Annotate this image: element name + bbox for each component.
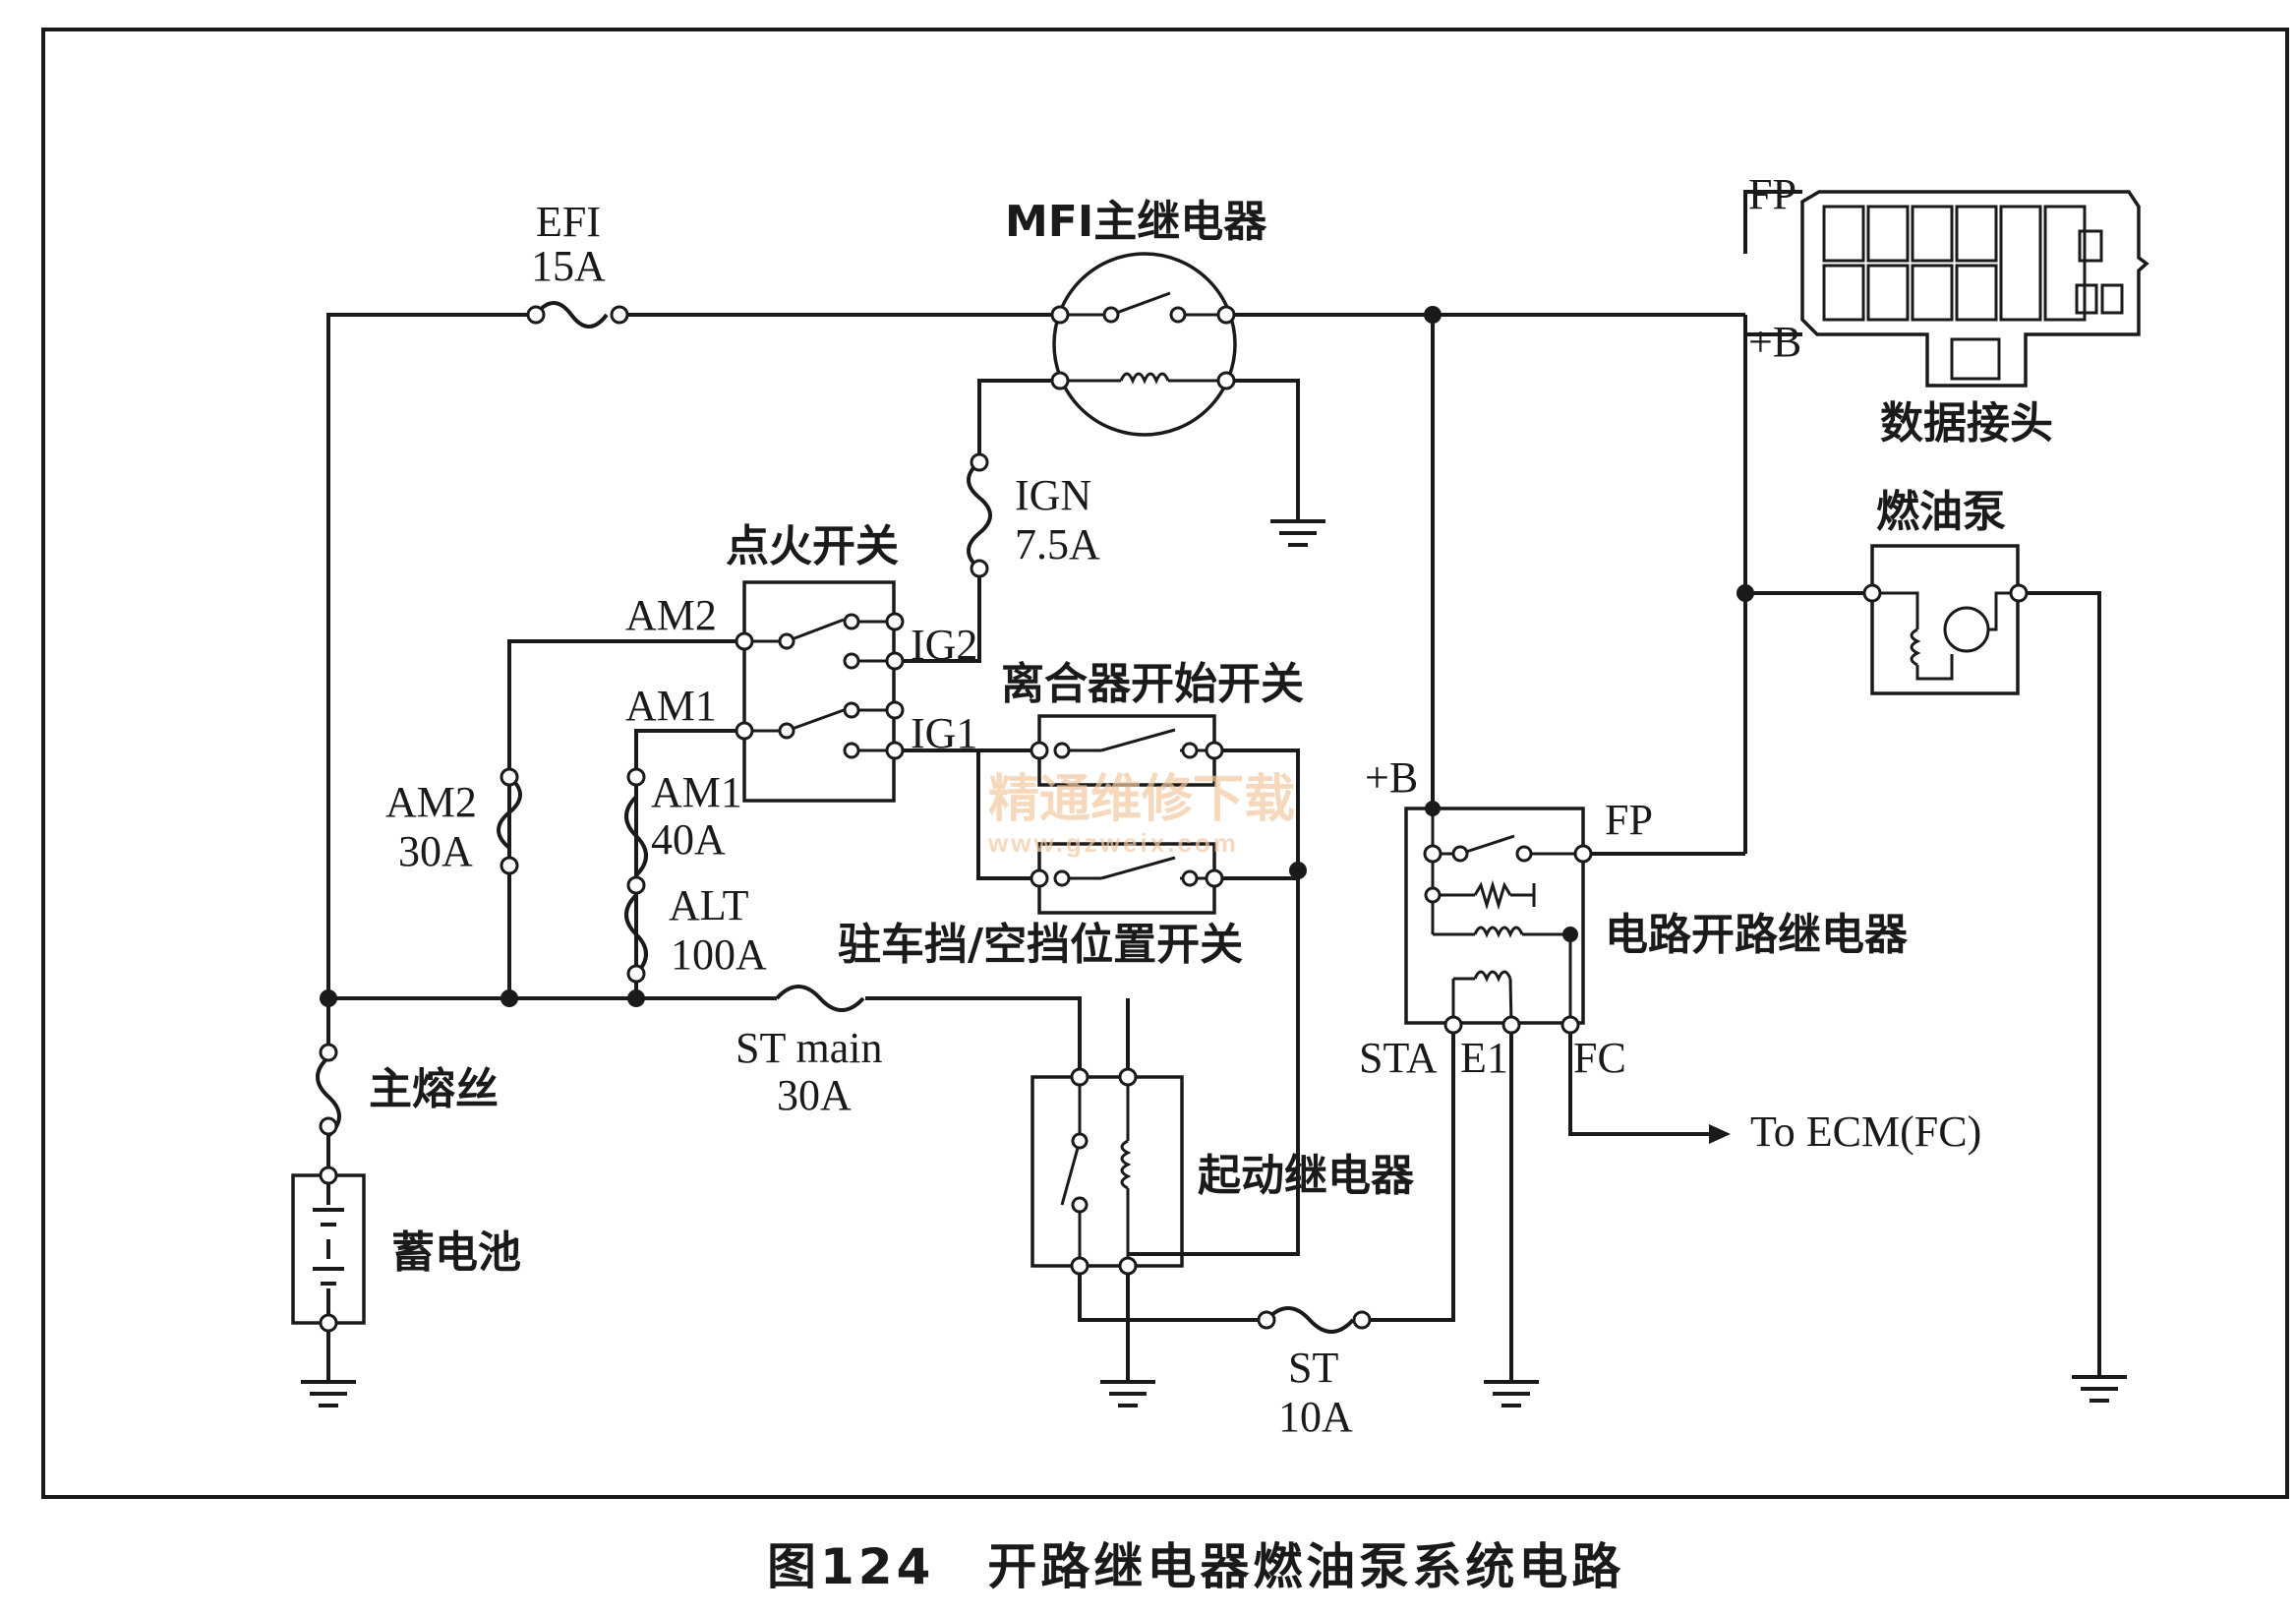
alt-fuse-label: ALT (669, 881, 749, 929)
battery-label: 蓄电池 (391, 1227, 521, 1278)
clutch-switch-label: 离合器开始开关 (1001, 659, 1304, 709)
st-main-fuse-label: ST main (736, 1024, 883, 1072)
efi-fuse-label: EFI (536, 198, 601, 246)
clutch-start-switch (1030, 714, 1224, 787)
ig2-terminal-label: IG2 (911, 621, 977, 669)
data-connector (1800, 190, 2149, 388)
dlc-fp-label: FP (1748, 170, 1796, 218)
starter-relay-label: 起动继电器 (1198, 1151, 1415, 1201)
am2-fuse-label: AM2 (385, 778, 477, 826)
cor-fp-label: FP (1605, 796, 1653, 844)
am2-terminal-label: AM2 (625, 591, 717, 639)
circuit-opening-relay (1404, 801, 1593, 1035)
junction-nodes (319, 305, 1754, 1330)
cor-fc-label: FC (1573, 1034, 1626, 1082)
fuel-pump-label: 燃油泵 (1876, 487, 2006, 537)
park-neutral-switch (1030, 842, 1224, 915)
circuit-opening-relay-label: 电路开路继电器 (1605, 910, 1909, 960)
fuel-pump (1862, 544, 2029, 695)
arrow-to-ecm (1709, 1124, 1731, 1144)
wiring (316, 190, 2101, 1382)
efi-fuse-rating: 15A (531, 242, 606, 290)
am1-fuse-label: AM1 (651, 768, 742, 816)
mfi-main-relay (1050, 252, 1237, 437)
ig1-terminal-label: IG1 (911, 709, 977, 757)
am2-fuse-rating: 30A (398, 827, 473, 875)
am1-terminal-label: AM1 (625, 682, 717, 730)
cor-b-label: +B (1365, 753, 1418, 802)
ground-symbols (301, 519, 2127, 1407)
ign-fuse-label: IGN (1015, 471, 1091, 519)
am1-fuse-rating: 40A (651, 815, 726, 864)
dlc-b-label: +B (1748, 318, 1801, 366)
ignition-switch (735, 580, 905, 803)
main-fuse-label: 主熔丝 (369, 1064, 499, 1114)
st-main-fuse-rating: 30A (777, 1071, 852, 1119)
diagram-frame (41, 28, 2289, 1499)
starter-relay (1030, 1067, 1184, 1276)
to-ecm-label: To ECM(FC) (1750, 1107, 1981, 1156)
cor-e1-label: E1 (1460, 1034, 1508, 1082)
data-connector-label: 数据接头 (1880, 398, 2053, 449)
st-fuse-label: ST (1288, 1344, 1338, 1392)
ign-fuse-rating: 7.5A (1015, 520, 1100, 569)
watermark-text: 精通维修下载 (988, 770, 1295, 829)
alt-fuse-rating: 100A (671, 930, 767, 979)
figure-caption: 图124 开路继电器燃油泵系统电路 (767, 1538, 1624, 1595)
cor-sta-label: STA (1359, 1034, 1438, 1082)
mfi-relay-label: MFI主继电器 (1005, 197, 1267, 247)
ignition-switch-label: 点火开关 (726, 521, 899, 571)
watermark-url: www.gzweix.com (987, 828, 1239, 858)
battery (291, 1166, 366, 1333)
st-fuse-rating: 10A (1278, 1393, 1353, 1441)
park-neutral-switch-label: 驻车挡/空挡位置开关 (838, 920, 1243, 970)
